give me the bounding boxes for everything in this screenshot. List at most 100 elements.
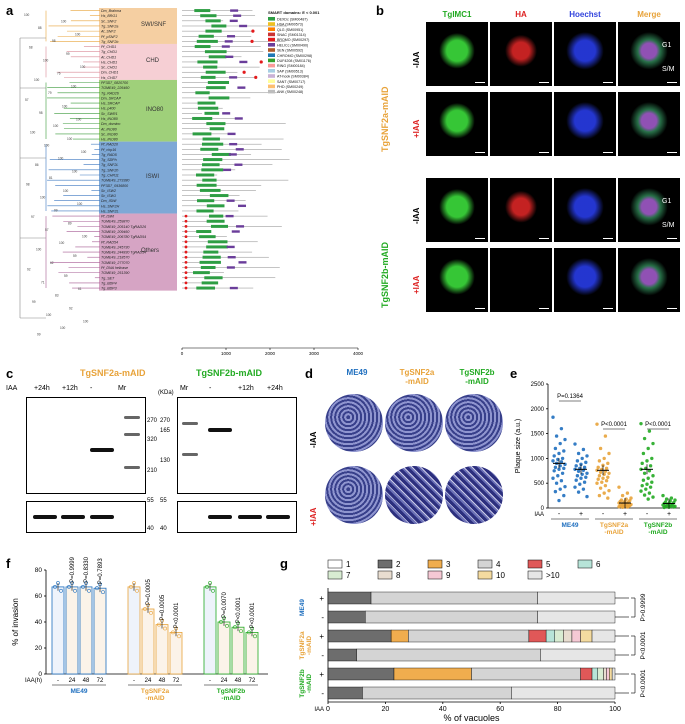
blot-lane-label: +12h [62,385,78,392]
pvalue-label: P=0.7893 [98,558,104,585]
data-point [600,480,604,484]
data-point [575,474,580,478]
taxon-label: Hs_p400 [101,107,115,111]
y-tick-label: 60 [35,593,43,600]
legend-label: 7 [346,571,351,580]
replicate-point [239,629,243,634]
taxon-label: Hs_BRG1 [101,14,117,18]
micro-tile [490,178,552,242]
scale-bar [539,238,549,239]
domain-box [200,147,219,151]
taxon-label: Dm_CHD1 [101,71,118,75]
domain-box [229,76,238,79]
data-point [559,460,564,464]
legend-swatch [268,22,275,26]
domain-box [196,173,215,177]
domain-dot [184,230,188,233]
invasion-bar [141,608,155,675]
blot-marker-right: 165 [160,428,171,434]
y-tick-label: 0 [541,506,545,512]
domain-dot [254,75,258,79]
domain-dot [242,70,246,74]
replicate-point [171,630,175,635]
data-point [602,456,606,461]
vacuole-segment [609,667,613,681]
bootstrap-value: 100 [34,78,40,82]
bootstrap-value: 100 [58,156,64,160]
data-point [640,483,644,488]
kda-label: (KDa) [158,390,174,396]
replicate-point [101,590,105,595]
y-axis-label: % of invasion [11,598,20,646]
domain-box [201,281,219,285]
legend-swatch [268,74,275,78]
micro-column-header: HA [515,10,527,19]
taxon-label: Sc_SWR1 [101,112,118,116]
legend-label: PHD (SM00249) [277,85,303,89]
clade-box [99,79,177,142]
row-sign: - [321,689,324,698]
legend-label: 10 [496,571,505,580]
domain-box [223,168,232,172]
group-label: TgSNF2a [600,522,629,529]
micro-row-label: +IAA [412,275,421,294]
taxon-label: Dm_domino [101,122,120,126]
blot-iaa-label: IAA [6,385,18,392]
invasion-bar [93,587,107,675]
iaa-label: IAA [314,707,324,713]
legend-label: SEN (SM00592) [277,49,303,53]
taxon-label: Tg_BDP4 [101,281,117,285]
bootstrap-value: 83 [55,293,59,297]
blot-band [208,428,232,432]
legend-swatch [268,84,275,89]
domain-dot [184,255,188,259]
vacuole-segment [597,667,604,681]
legend-label: HELICc (SM00490) [277,43,308,47]
blot-marker-right: 55 [160,498,167,504]
bootstrap-value: 86 [35,163,39,167]
replicate-point [81,584,85,589]
micro-row-label: +IAA [412,119,421,138]
domain-box [227,132,236,136]
pvalue-label: P=0.1364 [557,394,584,400]
data-point [617,505,621,509]
data-point [551,415,555,419]
row-sign: + [319,594,324,603]
data-point [607,488,611,493]
data-point [620,505,625,509]
dish-column-header: TgSNF2b -mAID [459,368,495,386]
scale-bar [475,308,485,309]
data-point [576,469,581,473]
data-point [559,426,564,431]
domain-box [206,86,226,90]
replicate-point [177,634,181,639]
domain-dot [184,224,188,228]
legend-swatch [268,27,275,31]
taxon-label: Tg_BDP3 [101,287,117,291]
domain-box [205,29,222,33]
domain-box [237,86,246,89]
domain-box [222,112,231,115]
data-point [554,434,559,438]
legend-label: 1 [346,560,351,569]
legend-swatch [527,559,543,569]
vacuole-segment [537,591,616,605]
taxon-label: TGME49_251390 [101,271,129,275]
vacuole-segment [537,610,616,624]
data-point [625,505,630,509]
x-tick-label: 0 [326,706,330,713]
taxon-label: TGME49_244830 TgRAD54 [101,251,146,255]
taxon-label: Tg_SET [101,276,115,280]
scale-bar [475,152,485,153]
domain-box [209,127,225,131]
tick-label: 24 [145,678,152,684]
domain-box [194,9,211,13]
bootstrap-value: 92 [69,306,73,310]
data-point [557,467,561,472]
group-label: -mAID [221,695,240,702]
taxon-label: Hs_SRCAP [101,102,120,106]
bootstrap-value: 100 [60,326,66,330]
bootstrap-value: 59 [64,274,68,278]
x-tick-label: 60 [496,706,504,713]
